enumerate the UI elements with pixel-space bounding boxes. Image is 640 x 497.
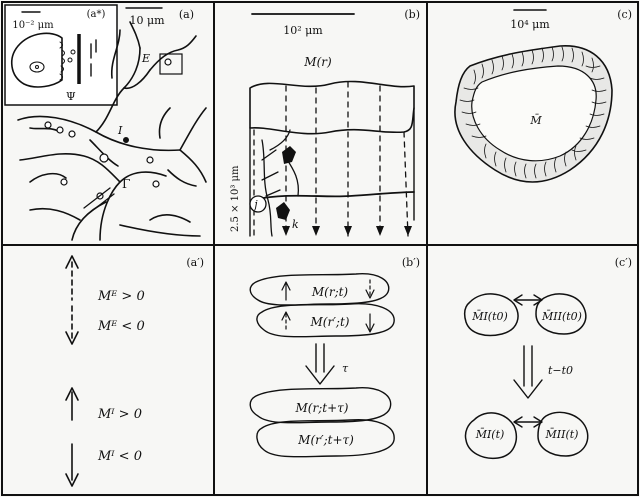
inset-a-star: 10⁻² μm (a*) Ψ bbox=[4, 4, 118, 106]
panel-b-vertical-label: 2.5 × 10³ μm bbox=[230, 165, 241, 232]
region-rprime-t-tau bbox=[256, 419, 395, 458]
pyramidal-cell-1 bbox=[282, 146, 296, 164]
c-prime-tr: M̄II(t0) bbox=[541, 310, 582, 323]
panel-c: (c) 10⁴ μm M̄ bbox=[454, 8, 632, 183]
gamma-label: Γ bbox=[122, 177, 130, 191]
coupling-arrow-top bbox=[513, 294, 543, 306]
inset-terminal bbox=[11, 32, 63, 88]
time-arrow-c bbox=[513, 345, 543, 399]
panel-c-M-label: M̄ bbox=[529, 114, 542, 127]
c-prime-bl: M̄I(t) bbox=[475, 428, 505, 441]
panel-a-prime: (a′) Mᴱ > 0 Mᴱ < 0 Mᴵ > 0 Mᴵ < 0 bbox=[65, 255, 204, 487]
cortex-inner bbox=[471, 65, 597, 162]
synaptic-boutons bbox=[44, 58, 172, 200]
panel-b-M-label: M(r) bbox=[303, 55, 332, 69]
time-evolution-arrow bbox=[305, 343, 335, 385]
b-prime-top2: M(r′;t) bbox=[310, 315, 350, 329]
panel-a-prime-label: (a′) bbox=[186, 256, 204, 269]
MI-positive-label: Mᴵ > 0 bbox=[97, 407, 142, 422]
blob-II-t bbox=[537, 411, 589, 457]
region-rprime-t bbox=[256, 303, 395, 338]
panel-c-scale-label: 10⁴ μm bbox=[510, 18, 550, 31]
panel-c-prime: (c′) M̄I(t0) M̄II(t0) t−t0 M̄I(t) M̄II(t… bbox=[463, 256, 632, 460]
panel-b-k-label: k bbox=[292, 218, 299, 231]
blob-I-t0 bbox=[463, 293, 519, 337]
region-r-t-tau bbox=[249, 387, 392, 424]
inset-label: (a*) bbox=[87, 9, 106, 20]
inhibitory-arrows bbox=[65, 387, 79, 487]
E-label: E bbox=[141, 52, 150, 65]
panel-a-scale-label: 10 μm bbox=[129, 14, 165, 27]
b-prime-tau: τ bbox=[342, 362, 349, 375]
inset-region-box bbox=[159, 53, 183, 75]
panel-b-prime: (b′) M(r;t) M(r′;t) τ M(r;t+τ) M(r′;t+τ) bbox=[249, 256, 420, 458]
coupling-arrow-bottom bbox=[513, 416, 543, 428]
b-prime-top1: M(r;t) bbox=[311, 285, 349, 299]
ME-negative-label: Mᴱ < 0 bbox=[97, 319, 145, 334]
b-prime-bot2: M(r′;t+τ) bbox=[297, 433, 354, 447]
excitatory-arrows bbox=[65, 255, 79, 345]
psi-label: Ψ bbox=[66, 90, 76, 103]
cortical-folds bbox=[459, 46, 607, 179]
panel-b-prime-label: (b′) bbox=[402, 256, 420, 269]
pyramidal-cell-2 bbox=[276, 202, 290, 220]
panel-b-j-label: j bbox=[251, 198, 258, 211]
panel-b: (b) 10² μm M(r) bbox=[230, 8, 420, 237]
column-arrowheads bbox=[282, 226, 412, 236]
inset-scale-label: 10⁻² μm bbox=[12, 20, 54, 31]
c-prime-tl: M̄I(t0) bbox=[471, 310, 508, 323]
b-prime-bot1: M(r;t+τ) bbox=[295, 401, 349, 415]
c-prime-arrow-label: t−t0 bbox=[548, 364, 573, 377]
region-r-t bbox=[249, 273, 390, 306]
panel-c-prime-label: (c′) bbox=[615, 256, 632, 269]
MI-negative-label: Mᴵ < 0 bbox=[97, 449, 142, 464]
blob-II-t0 bbox=[535, 293, 587, 335]
panel-b-scale-label: 10² μm bbox=[283, 24, 323, 37]
panel-c-label: (c) bbox=[617, 8, 632, 21]
panel-a: (a) 10 μm 10⁻² μm (a*) Ψ bbox=[4, 4, 207, 241]
ME-positive-label: Mᴱ > 0 bbox=[97, 289, 145, 304]
cortical-slab-top bbox=[249, 80, 415, 135]
panel-b-label: (b) bbox=[404, 8, 420, 21]
blob-I-t bbox=[464, 412, 518, 460]
panel-a-label: (a) bbox=[179, 8, 194, 21]
I-label: I bbox=[117, 124, 123, 137]
c-prime-br: M̄II(t) bbox=[545, 428, 579, 441]
